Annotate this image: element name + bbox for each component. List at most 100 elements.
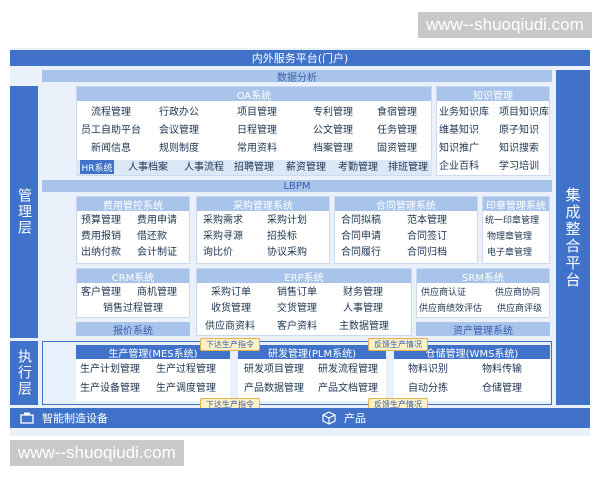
erp-item: 财务管理: [343, 287, 383, 298]
hr-item: 人事流程: [184, 162, 224, 173]
execution-layer-label: 执行层: [10, 341, 38, 405]
erp-item: 交货管理: [277, 303, 317, 314]
oa-item: 食宿管理: [377, 107, 417, 118]
knowledge-item: 原子知识: [499, 125, 539, 136]
mes-panel: 生产管理(MES系统) 生产计划管理 生产过程管理 生产设备管理 生产调度管理: [76, 345, 230, 401]
purchase-item: 询比价: [203, 247, 233, 258]
oa-item: 流程管理: [91, 107, 131, 118]
knowledge-item: 业务知识库: [439, 107, 489, 118]
expense-item: 借还款: [137, 231, 167, 242]
oa-item: 行政办公: [159, 107, 199, 118]
crm-panel: CRM系统 客户管理 商机管理 销售过程管理: [76, 268, 190, 318]
bottom-bar: 智能制造设备 产品: [10, 408, 590, 428]
oa-item: 档案管理: [313, 143, 353, 154]
knowledge-title: 知识管理: [437, 87, 549, 102]
equipment-label: 智能制造设备: [42, 412, 108, 425]
seal-item: 电子章管理: [487, 248, 533, 258]
oa-item: 专利管理: [313, 107, 353, 118]
product-label: 产品: [344, 412, 366, 425]
expense-panel: 费用管控系统 预算管理 费用申请 费用报销 借还款 出纳付款 会计制证: [76, 196, 190, 264]
purchase-item: 采购计划: [267, 215, 307, 226]
watermark-top: www--shuoqiudi.com: [418, 12, 592, 38]
plm-item: 研发流程管理: [318, 364, 378, 375]
data-analysis-bar: 数据分析: [42, 70, 552, 84]
contract-panel: 合同管理系统 合同拟稿 范本管理 合同申请 合同签订 合同履行 合同归档: [334, 196, 478, 264]
purchase-item: 招投标: [267, 231, 297, 242]
plm-item: 产品文档管理: [318, 383, 378, 394]
srm-item: 供应商评级: [497, 304, 543, 314]
lbpm-bar: LBPM: [42, 180, 552, 192]
plm-title: 研发管理(PLM系统): [238, 345, 386, 360]
hr-item: 考勤管理: [338, 162, 378, 173]
srm-item: 供应商协同: [495, 288, 541, 298]
machine-icon: [20, 412, 34, 424]
watermark-bottom: www--shuoqiudi.com: [10, 440, 184, 466]
mes-item: 生产过程管理: [156, 364, 216, 375]
oa-item: 固资管理: [377, 143, 417, 154]
hr-row: [76, 160, 432, 175]
integration-platform-label: 集成整合平台: [556, 70, 590, 405]
erp-panel: ERP系统 采购订单 销售订单 财务管理 收货管理 交货管理 人事管理 供应商资…: [196, 268, 412, 336]
report-system-bar: 报价系统: [76, 322, 190, 337]
crm-item: 商机管理: [137, 287, 177, 298]
mes-item: 生产设备管理: [80, 383, 140, 394]
expense-item: 费用报销: [81, 231, 121, 242]
erp-item: 人事管理: [343, 303, 383, 314]
oa-item: 规则制度: [159, 143, 199, 154]
wms-item: 物料传输: [482, 364, 522, 375]
srm-title: SRM系统: [417, 269, 549, 284]
expense-item: 会计制证: [137, 247, 177, 258]
oa-system-title: OA系统: [77, 87, 431, 102]
hr-system-tag: HR系统: [80, 160, 114, 174]
oa-item: 日程管理: [237, 125, 277, 136]
product-box-icon: [322, 411, 336, 425]
purchase-item: 采购需求: [203, 215, 243, 226]
wms-title: 仓储管理(WMS系统): [394, 345, 550, 360]
erp-item: 供应商资料: [205, 321, 255, 332]
management-layer-label: 管理层: [10, 86, 38, 338]
oa-item: 员工自助平台: [81, 125, 141, 136]
issue-order-pill-top: 下达生产指令: [200, 338, 260, 351]
hr-item: 招聘管理: [234, 162, 274, 173]
contract-title: 合同管理系统: [335, 197, 477, 212]
erp-item: 客户资料: [277, 321, 317, 332]
seal-panel: 印章管理系统 统一印章管理 物理章管理 电子章管理: [482, 196, 550, 264]
seal-title: 印章管理系统: [483, 197, 549, 212]
purchase-item: 采购寻源: [203, 231, 243, 242]
wms-panel: 仓储管理(WMS系统) 物料识别 物料传输 自动分拣 仓储管理: [394, 345, 550, 401]
srm-panel: SRM系统 供应商认证 供应商协同 供应商绩效评估 供应商评级: [416, 268, 550, 318]
oa-item: 会议管理: [159, 125, 199, 136]
knowledge-item: 维基知识: [439, 125, 479, 136]
asset-system-bar: 资产管理系统: [416, 322, 550, 337]
plm-panel: 研发管理(PLM系统) 研发项目管理 研发流程管理 产品数据管理 产品文档管理: [238, 345, 386, 401]
erp-item: 采购订单: [211, 287, 251, 298]
purchase-panel: 采购管理系统 采购需求 采购计划 采购寻源 招投标 询比价 协议采购: [196, 196, 330, 264]
oa-item: 新闻信息: [91, 143, 131, 154]
hr-item: 薪资管理: [286, 162, 326, 173]
contract-item: 合同归档: [407, 247, 447, 258]
wms-item: 自动分拣: [408, 383, 448, 394]
expense-item: 费用申请: [137, 215, 177, 226]
knowledge-item: 学习培训: [499, 161, 539, 172]
expense-item: 出纳付款: [81, 247, 121, 258]
contract-item: 范本管理: [407, 215, 447, 226]
crm-item: 客户管理: [81, 287, 121, 298]
oa-system-panel: OA系统 流程管理 行政办公 项目管理 专利管理 食宿管理 员工自助平台 会议管…: [76, 86, 432, 176]
contract-item: 合同履行: [341, 247, 381, 258]
mes-title: 生产管理(MES系统): [76, 345, 230, 360]
erp-item: 销售订单: [277, 287, 317, 298]
hr-item: 排班管理: [388, 162, 428, 173]
portal-bar: 内外服务平台(门户): [10, 50, 590, 66]
oa-item: 项目管理: [237, 107, 277, 118]
knowledge-item: 项目知识库: [499, 107, 549, 118]
erp-title: ERP系统: [197, 269, 411, 284]
contract-item: 合同拟稿: [341, 215, 381, 226]
knowledge-item: 知识推广: [439, 143, 479, 154]
contract-item: 合同签订: [407, 231, 447, 242]
hr-item: 人事档案: [128, 162, 168, 173]
expense-title: 费用管控系统: [77, 197, 189, 212]
purchase-item: 协议采购: [267, 247, 307, 258]
wms-item: 仓储管理: [482, 383, 522, 394]
knowledge-item: 企业百科: [439, 161, 479, 172]
seal-item: 物理章管理: [487, 232, 533, 242]
